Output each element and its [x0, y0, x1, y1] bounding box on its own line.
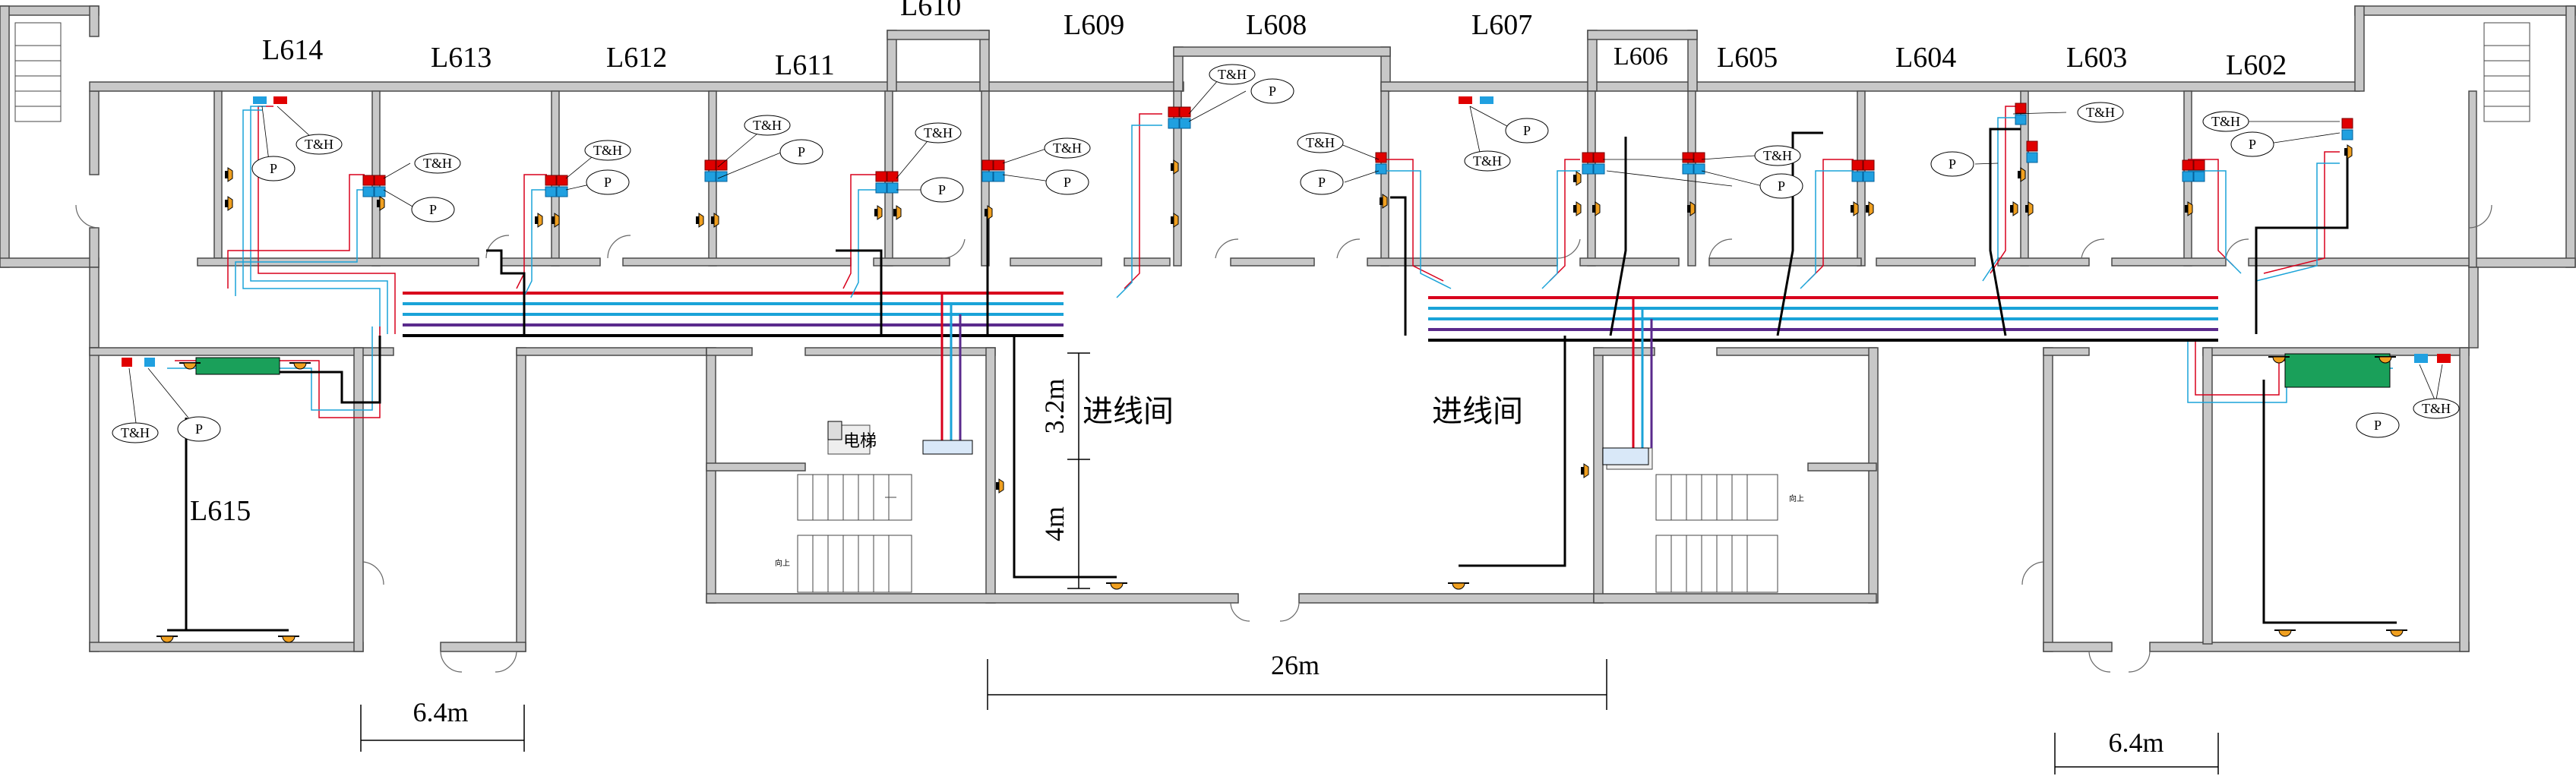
- equipment-room-labels: 进线间 进线间: [1083, 394, 1523, 429]
- black-cables: [167, 128, 2397, 632]
- room-label-l609: L609: [1064, 9, 1124, 41]
- room-labels: L614 L613 L612 L611 L610 L609 L608 L607 …: [190, 0, 2287, 527]
- dim-height-upper: 3.2m: [1039, 378, 1070, 434]
- th-label: T&H: [423, 156, 452, 171]
- room-label-l615: L615: [190, 495, 251, 527]
- room-label-l603: L603: [2066, 42, 2127, 74]
- p-label: P: [270, 161, 277, 176]
- p-label: P: [195, 421, 203, 437]
- th-label: T&H: [753, 118, 782, 133]
- th-label: T&H: [2422, 401, 2451, 416]
- th-label: T&H: [1218, 67, 1247, 82]
- doors: [75, 204, 2492, 673]
- room-label-l607: L607: [1471, 9, 1532, 41]
- equipment-room-label-right: 进线间: [1432, 394, 1523, 429]
- room-branch-lines: [167, 106, 2393, 418]
- p-label: P: [938, 182, 946, 197]
- sensor-labels: T&H P T&H P T&H P T&H P T&H P T&H P T&H …: [121, 67, 2451, 440]
- th-label: T&H: [2211, 114, 2240, 129]
- p-label: P: [1949, 156, 1956, 172]
- ac-units: [122, 96, 2451, 367]
- p-label: P: [1318, 175, 1326, 190]
- corridor-pipe-mains: [403, 292, 2218, 448]
- room-label-l612: L612: [606, 42, 667, 74]
- sensor-bubbles: [112, 64, 2460, 443]
- p-label: P: [429, 202, 437, 217]
- dimension-lines: [360, 352, 2219, 774]
- equipment-room-label-left: 进线间: [1083, 394, 1174, 429]
- dim-span-right: 6.4m: [2108, 727, 2164, 758]
- dim-height-lower: 4m: [1039, 506, 1070, 541]
- th-label: T&H: [121, 425, 150, 440]
- dimension-labels: 3.2m 4m 26m 6.4m 6.4m: [412, 378, 2164, 758]
- p-label: P: [604, 175, 612, 190]
- misc-labels: 电梯 向上 向上: [775, 432, 1804, 568]
- th-label: T&H: [305, 137, 333, 152]
- room-label-l610: L610: [900, 0, 961, 22]
- p-label: P: [2374, 418, 2382, 433]
- p-label: P: [1064, 175, 1071, 190]
- room-label-l611: L611: [775, 49, 835, 81]
- th-label: T&H: [2086, 105, 2115, 120]
- th-label: T&H: [593, 143, 622, 158]
- elevator-label: 电梯: [843, 432, 877, 451]
- th-label: T&H: [1473, 153, 1502, 169]
- th-label: T&H: [1763, 148, 1792, 163]
- room-label-l604: L604: [1895, 42, 1956, 74]
- p-label: P: [1778, 178, 1785, 194]
- p-label: P: [1269, 84, 1276, 99]
- th-label: T&H: [1306, 135, 1335, 150]
- stair-up-label: 向上: [1789, 494, 1804, 503]
- room-label-l605: L605: [1717, 42, 1778, 74]
- equipment-cabinets: [195, 353, 2391, 465]
- room-label-l614: L614: [262, 34, 323, 66]
- ground-symbols: [156, 356, 2408, 643]
- stairs-and-elevator: [14, 22, 2530, 593]
- building-walls: [0, 5, 2576, 652]
- sensor-callouts: [128, 74, 2443, 430]
- room-label-l613: L613: [431, 42, 491, 74]
- room-label-l608: L608: [1246, 9, 1307, 41]
- room-label-l602: L602: [2226, 49, 2287, 81]
- p-label: P: [798, 144, 805, 159]
- th-label: T&H: [924, 125, 953, 140]
- dim-span-main: 26m: [1271, 650, 1320, 680]
- th-label: T&H: [1053, 140, 1082, 156]
- room-label-l606: L606: [1614, 43, 1668, 71]
- stair-up-label: 向上: [775, 558, 790, 568]
- dim-span-left: 6.4m: [412, 697, 468, 727]
- p-label: P: [2249, 137, 2256, 152]
- p-label: P: [1523, 123, 1531, 138]
